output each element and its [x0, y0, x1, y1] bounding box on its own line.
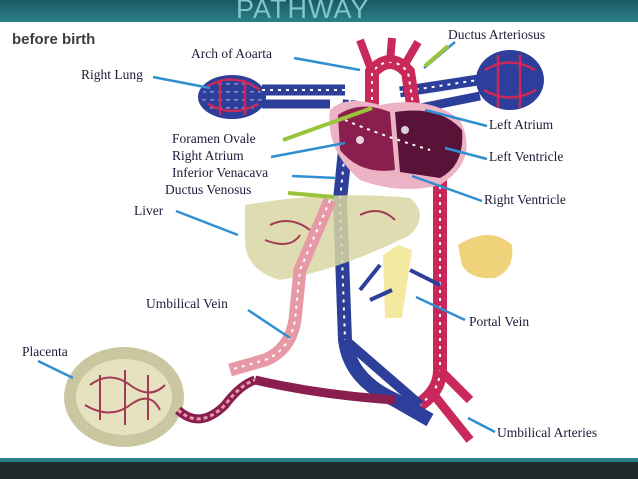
label-foramen-ovale: Foramen Ovale — [172, 131, 256, 146]
label-inferior-venacava: Inferior Venacava — [172, 165, 269, 180]
placenta — [64, 347, 184, 447]
liver — [245, 195, 420, 280]
aortic-arch — [356, 37, 427, 152]
umbilical-cord — [174, 375, 396, 424]
umbilical-vein — [228, 197, 336, 377]
label-ductus-venosus: Ductus Venosus — [165, 182, 252, 197]
label-right-lung: Right Lung — [81, 67, 143, 82]
right-lung — [198, 75, 266, 119]
footer-bar — [0, 458, 638, 479]
heart — [329, 101, 467, 189]
label-umbilical-arteries: Umbilical Arteries — [497, 425, 598, 440]
green-pointers — [282, 44, 450, 199]
label-left-atrium: Left Atrium — [489, 117, 554, 132]
header-bar — [0, 0, 638, 22]
portal-system — [358, 235, 513, 318]
label-arch-of-aorta: Arch of Aoarta — [191, 46, 272, 61]
label-portal-vein: Portal Vein — [469, 314, 530, 329]
label-pointers — [37, 41, 496, 434]
label-right-atrium: Right Atrium — [172, 148, 244, 163]
label-left-ventricle: Left Ventricle — [489, 149, 564, 164]
label-placenta: Placenta — [22, 344, 68, 359]
slide-title: PATHWAY — [236, 0, 370, 24]
label-umbilical-vein: Umbilical Vein — [146, 296, 228, 311]
label-right-ventricle: Right Ventricle — [484, 192, 566, 207]
left-lung — [476, 50, 544, 110]
label-liver: Liver — [134, 203, 164, 218]
slide-subtitle: before birth — [12, 31, 96, 48]
label-ductus-arteriosus: Ductus Arteriosus — [448, 27, 546, 42]
